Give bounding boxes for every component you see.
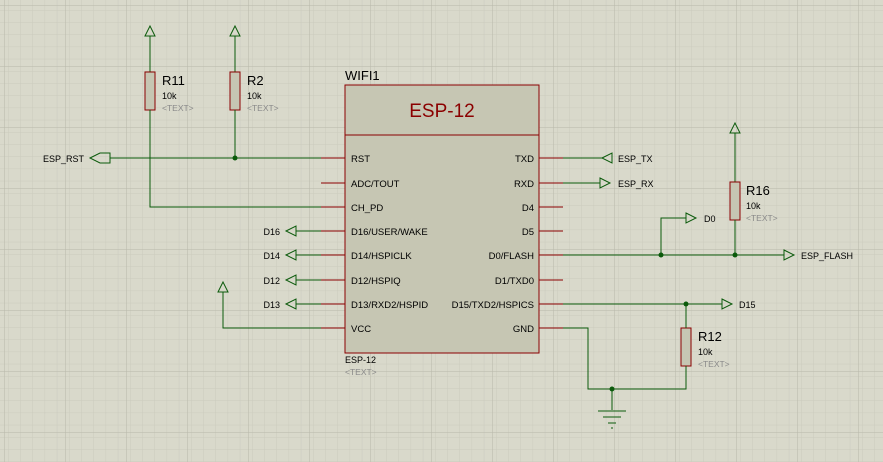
pin-label-rst: RST [351, 154, 370, 165]
pin-label-txd: TXD [515, 154, 534, 165]
pin-label-d13: D13/RXD2/HSPID [351, 300, 428, 311]
resistor-icon[interactable] [680, 327, 692, 367]
junction-dot-icon [658, 252, 664, 258]
pin-label-adc: ADC/TOUT [351, 179, 400, 190]
net-port-arrow-icon[interactable] [600, 152, 613, 164]
r2-value: 10k [247, 91, 262, 101]
net-port-arrow-icon[interactable] [284, 225, 297, 237]
pin-label-d1: D1/TXD0 [495, 276, 534, 287]
wire-d0[interactable] [660, 217, 686, 255]
net-label-d0[interactable]: D0 [704, 214, 716, 224]
junctions [232, 155, 738, 392]
net-label-esp-tx[interactable]: ESP_TX [618, 154, 653, 164]
junction-dot-icon [232, 155, 238, 161]
component-value: ESP-12 [345, 355, 376, 365]
net-port-arrow-icon[interactable] [88, 152, 111, 164]
resistor-icon[interactable] [729, 181, 741, 221]
junction-dot-icon [732, 252, 738, 258]
resistor-r11[interactable]: R11 10k <TEXT> [144, 24, 194, 113]
r11-ref: R11 [162, 73, 185, 88]
esp12-body[interactable] [344, 84, 540, 354]
net-port-arrow-icon[interactable] [685, 212, 698, 224]
wire-chpd[interactable] [149, 110, 321, 208]
pin-label-rxd: RXD [514, 179, 534, 190]
net-port-arrow-icon[interactable] [284, 298, 297, 310]
r12-text-field: <TEXT> [698, 359, 730, 369]
net-label-d14[interactable]: D14 [263, 251, 280, 261]
pin-label-d16: D16/USER/WAKE [351, 227, 428, 238]
net-port-arrow-icon[interactable] [284, 249, 297, 261]
wire-r12-bottom[interactable] [611, 366, 687, 410]
pin-label-vcc: VCC [351, 324, 371, 335]
r16-value: 10k [746, 201, 761, 211]
net-label-esp-rx[interactable]: ESP_RX [618, 179, 654, 189]
esp12-module[interactable]: ESP-12 WIFI1 ESP-12 <TEXT> RST ADC/TOUT … [321, 68, 563, 377]
pin-label-chpd: CH_PD [351, 203, 383, 214]
wire-vcc[interactable] [222, 292, 321, 329]
component-text-field: <TEXT> [345, 367, 377, 377]
r2-ref: R2 [247, 73, 264, 88]
resistor-icon[interactable] [229, 71, 241, 111]
wires [110, 110, 784, 410]
net-label-esp-flash[interactable]: ESP_FLASH [801, 251, 853, 261]
net-port-arrow-icon[interactable] [284, 274, 297, 286]
resistor-r16[interactable]: R16 10k <TEXT> [729, 121, 778, 223]
net-port-arrow-icon[interactable] [599, 177, 612, 189]
net-label-d15[interactable]: D15 [739, 300, 756, 310]
wire-gnd[interactable] [563, 327, 612, 390]
pin-label-d0: D0/FLASH [489, 251, 535, 262]
pin-label-d5: D5 [522, 227, 534, 238]
resistor-icon[interactable] [144, 71, 156, 111]
power-arrow-icon[interactable] [217, 280, 229, 293]
pin-label-d14: D14/HSPICLK [351, 251, 412, 262]
net-port-arrow-icon[interactable] [783, 249, 796, 261]
r2-text-field: <TEXT> [247, 103, 279, 113]
r11-text-field: <TEXT> [162, 103, 194, 113]
esp12-title: ESP-12 [409, 101, 474, 122]
net-label-d12[interactable]: D12 [263, 276, 280, 286]
net-ports [88, 152, 796, 310]
junction-dot-icon [609, 386, 615, 392]
net-label-d16[interactable]: D16 [263, 227, 280, 237]
pin-label-d4: D4 [522, 203, 534, 214]
pin-label-d15: D15/TXD2/HSPICS [452, 300, 534, 311]
ground-icon[interactable] [598, 410, 626, 429]
r16-ref: R16 [746, 183, 770, 198]
net-label-d13[interactable]: D13 [263, 300, 280, 310]
net-labels: ESP_RST D16 D14 D12 D13 ESP_TX ESP_RX D0… [43, 154, 853, 310]
pin-label-d12: D12/HSPIQ [351, 276, 401, 287]
r11-value: 10k [162, 91, 177, 101]
r12-ref: R12 [698, 329, 722, 344]
r12-value: 10k [698, 347, 713, 357]
junction-dot-icon [683, 301, 689, 307]
net-port-arrow-icon[interactable] [721, 298, 734, 310]
r16-text-field: <TEXT> [746, 213, 778, 223]
pin-label-gnd: GND [513, 324, 534, 335]
component-ref: WIFI1 [345, 68, 380, 83]
net-label-esp-rst[interactable]: ESP_RST [43, 154, 85, 164]
